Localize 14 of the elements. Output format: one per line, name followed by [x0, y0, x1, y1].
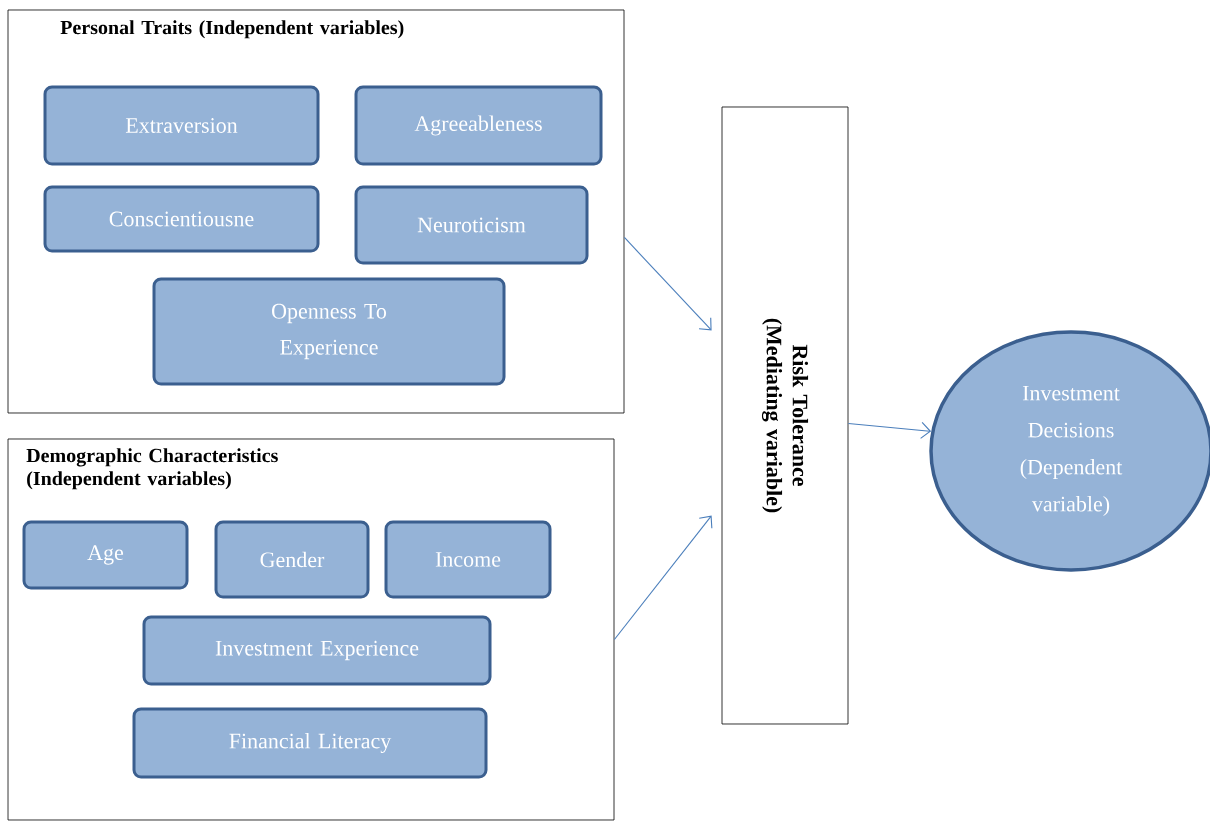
arrow	[623, 236, 712, 331]
rounded-box: Agreeableness	[354, 85, 603, 166]
arrow	[847, 421, 932, 439]
rounded-box: Gender	[214, 520, 370, 599]
rounded-box: Openness To Experience	[152, 277, 506, 386]
rounded-box: Investment Experience	[142, 615, 492, 686]
rounded-box: Income	[384, 520, 552, 599]
arrow	[613, 515, 713, 641]
rounded-box: Financial Literacy	[132, 707, 488, 779]
rounded-box: Extraversion	[43, 85, 320, 166]
rounded-box: Age	[22, 520, 189, 590]
rounded-box: Neuroticism	[354, 185, 589, 265]
rounded-box: Conscientiousne	[43, 185, 320, 253]
vertical-box: Risk Tolerance (Mediating variable)	[721, 106, 849, 725]
